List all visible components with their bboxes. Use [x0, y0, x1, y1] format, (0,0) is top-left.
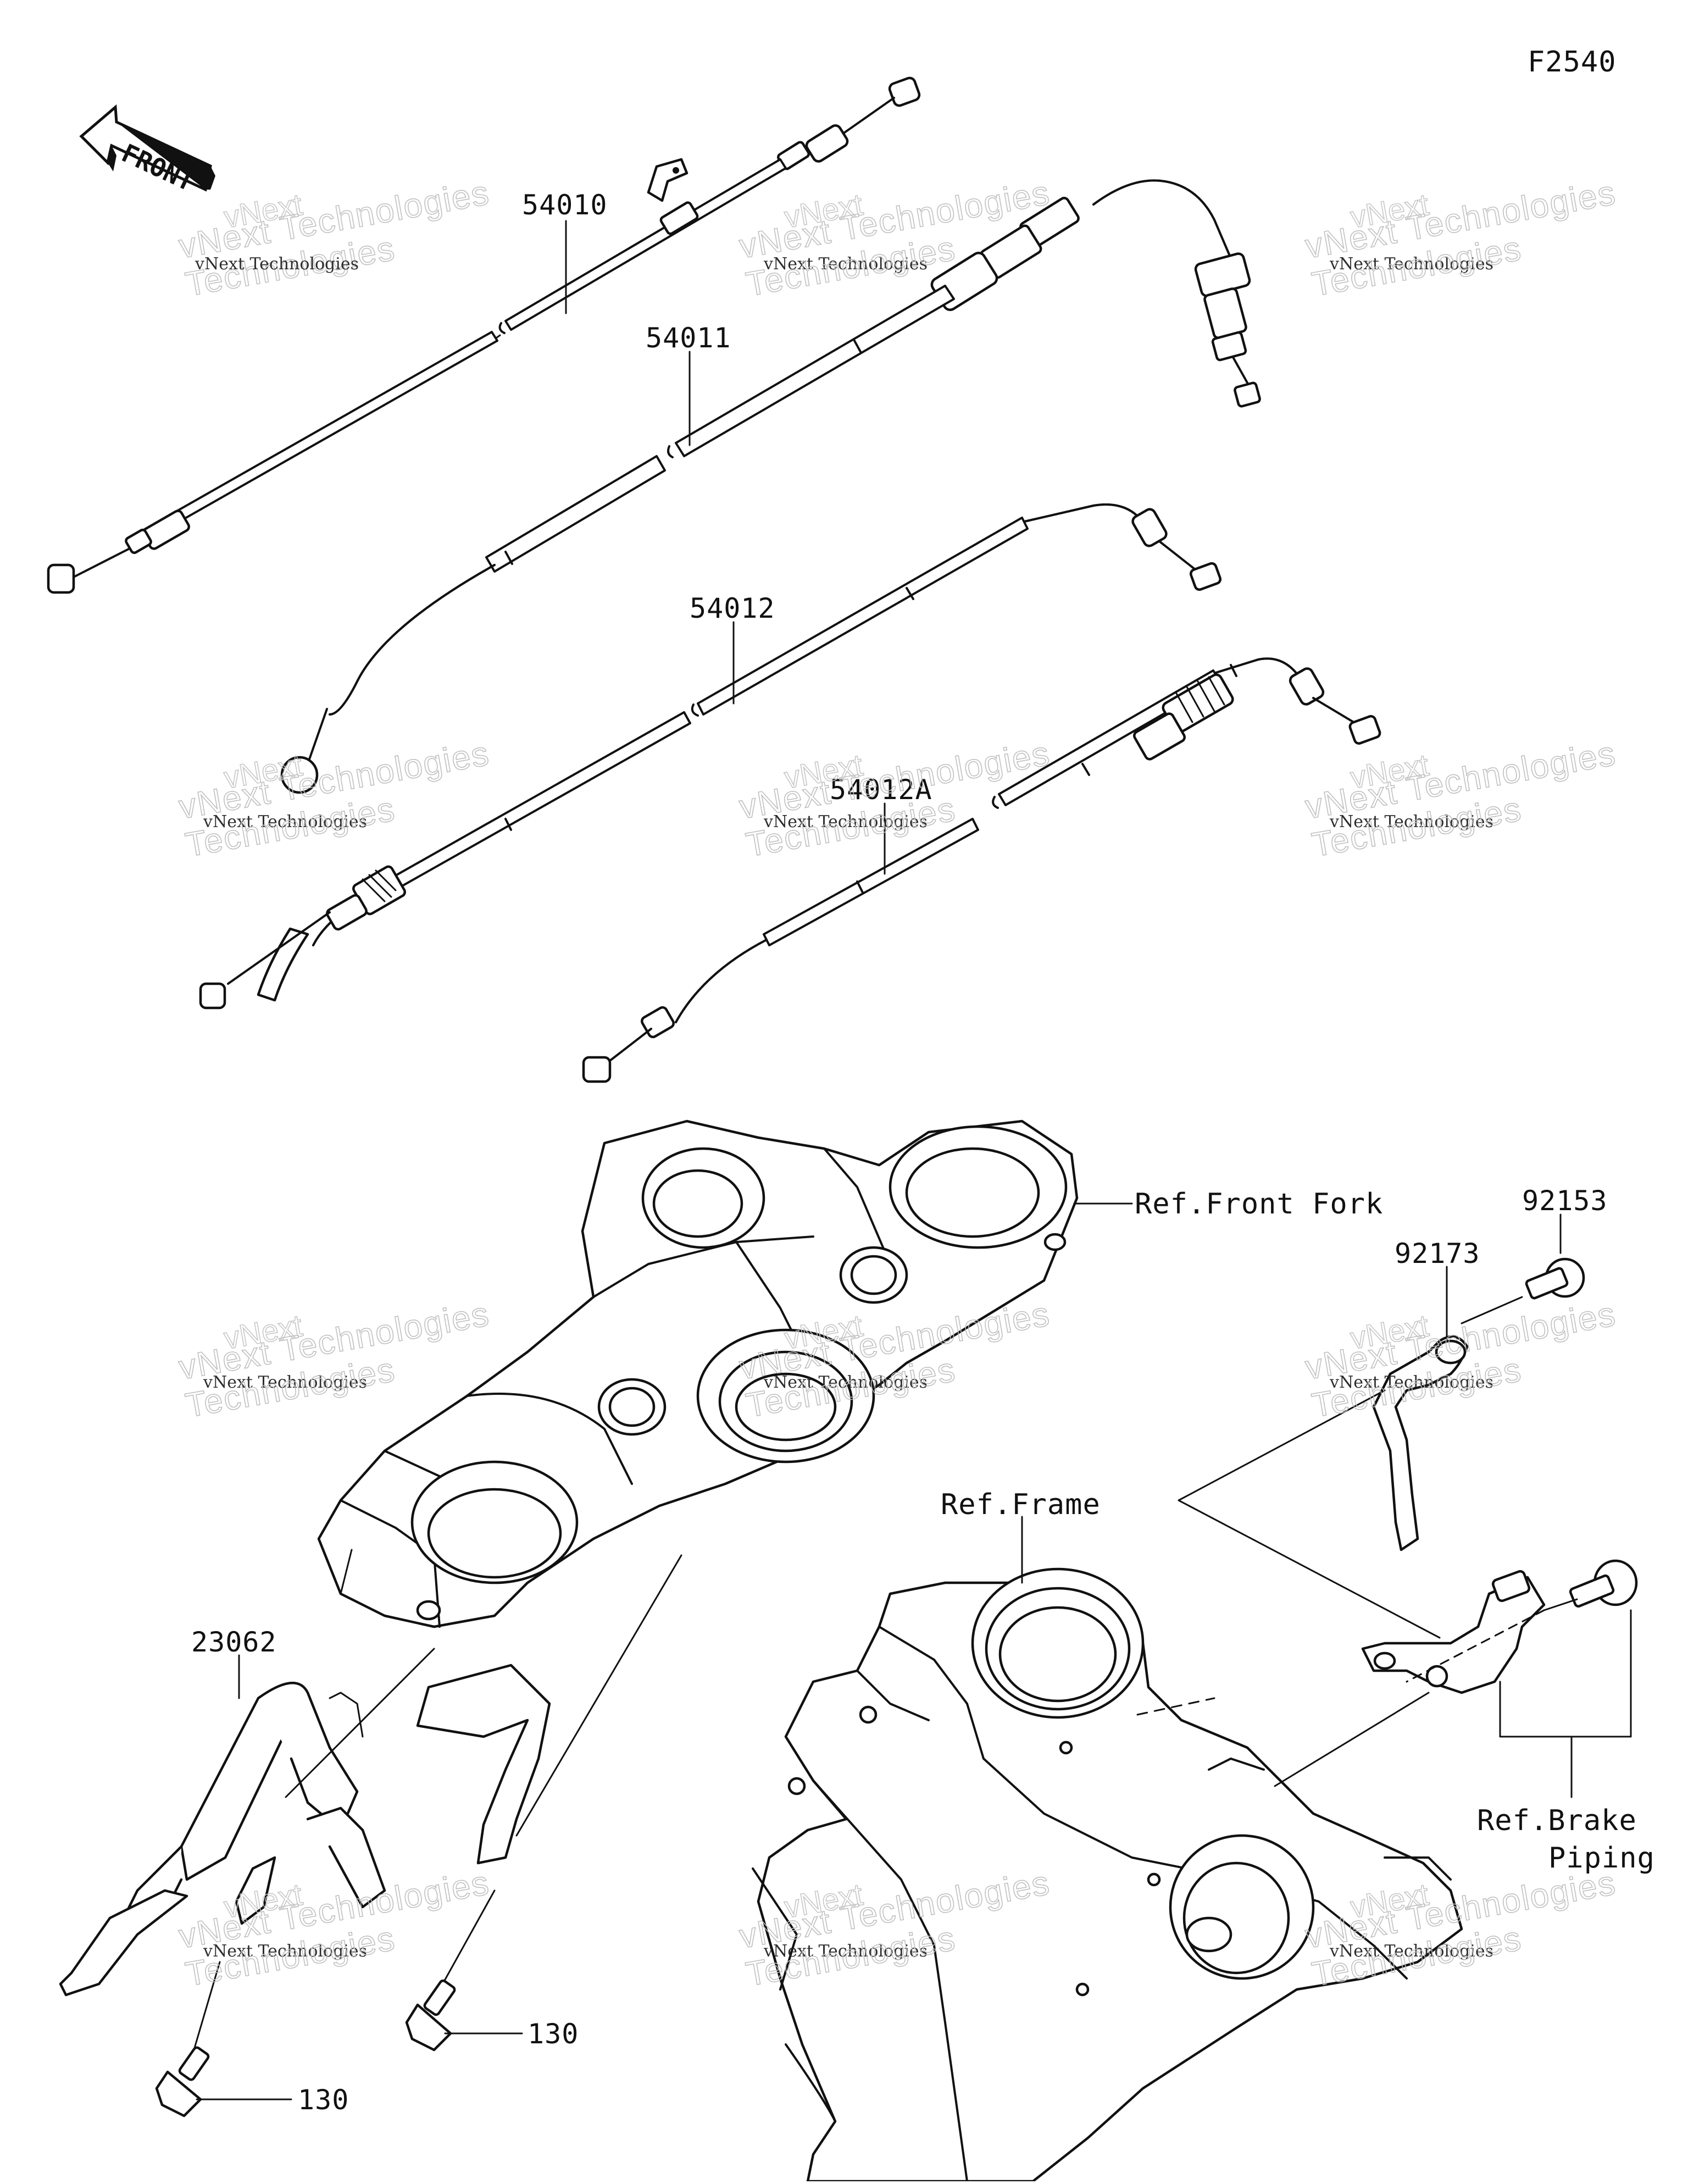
watermark-text: vNext Technologies [203, 812, 367, 832]
bolt-92153 [1461, 1213, 1585, 1324]
top-bridge-front-fork [317, 1119, 1079, 1628]
watermark: vNext vNext Technologies Technologies [176, 1295, 493, 1426]
cable-54012a [582, 657, 1381, 1083]
cable-54012 [199, 503, 1222, 1010]
watermark-text: vNext Technologies [203, 1942, 367, 1961]
part-54012-label: 54012 [690, 592, 775, 624]
part-92173-label: 92173 [1395, 1238, 1480, 1270]
watermark-text: vNext Technologies [195, 254, 359, 274]
watermark-text: vNext Technologies [1329, 812, 1493, 832]
watermark: vNext vNext Technologies Technologies [736, 174, 1053, 304]
frame-headstock [752, 1567, 1463, 2183]
front-direction-arrow: FRONT [79, 104, 215, 197]
watermark-text: vNext Technologies [763, 254, 928, 274]
part-54011-label: 54011 [646, 322, 731, 354]
cable-54011 [280, 179, 1261, 794]
watermark: vNext vNext Technologies Technologies [1302, 1295, 1619, 1426]
bolt-130-right [405, 1889, 523, 2052]
part-130-right-label: 130 [528, 2018, 579, 2050]
watermark-text: vNext Technologies [203, 1373, 367, 1392]
part-92153-label: 92153 [1522, 1185, 1608, 1217]
watermark: vNext vNext Technologies Technologies [1302, 174, 1619, 304]
part-23062-label: 23062 [191, 1626, 277, 1658]
figure-id: F2540 [1528, 46, 1617, 79]
cable-guide-23062 [59, 1664, 551, 1997]
cable-54010 [47, 76, 921, 594]
watermark: vNext vNext Technologies Technologies [176, 174, 493, 304]
part-130-left-label: 130 [298, 2084, 349, 2116]
bolt-130-left [155, 1961, 292, 2118]
watermark-text: vNext Technologies [763, 1373, 928, 1392]
ref-brake-piping-label-2: Piping [1548, 1842, 1655, 1875]
ref-brake-piping-label-1: Ref.Brake [1477, 1804, 1637, 1837]
part-54010-label: 54010 [522, 189, 608, 221]
brake-pipe-clamp-92173 [1372, 1335, 1469, 1551]
watermark-text: vNext Technologies [1329, 1942, 1493, 1961]
part-54012a-label: 54012A [830, 774, 932, 806]
watermark: vNext vNext Technologies Technologies [176, 734, 493, 865]
watermark-text: vNext Technologies [763, 812, 928, 832]
watermark-text: vNext Technologies [1329, 254, 1493, 274]
ref-front-fork-label: Ref.Front Fork [1135, 1188, 1383, 1221]
watermark: vNext vNext Technologies Technologies [1302, 734, 1619, 865]
watermark-text: vNext Technologies [763, 1942, 928, 1961]
ref-frame-label: Ref.Frame [941, 1488, 1101, 1521]
watermark-text: vNext Technologies [1329, 1373, 1493, 1392]
brake-piping-bracket [1274, 1559, 1638, 1787]
